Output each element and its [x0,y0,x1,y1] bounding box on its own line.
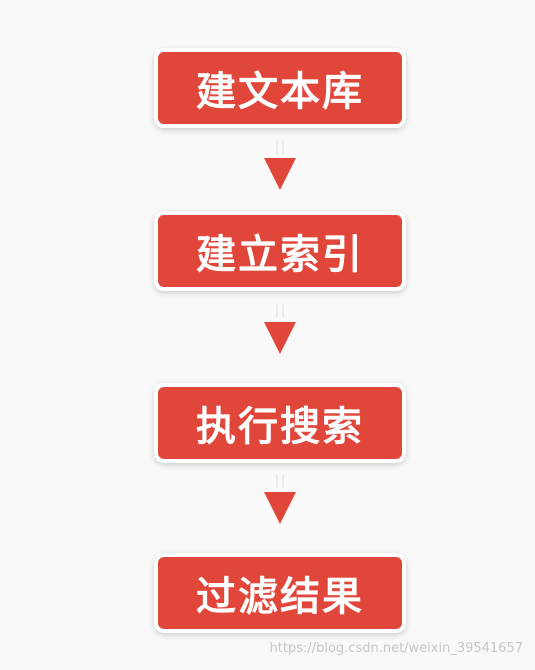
arrow-down-icon [264,304,296,354]
step-label: 建立索引 [196,232,364,278]
step-label: 建文本库 [196,69,364,115]
step-execute-search: 执行搜索 [154,383,406,463]
step-filter-results: 过滤结果 [154,553,406,633]
step-build-text-library: 建文本库 [154,48,406,128]
step-label: 过滤结果 [196,574,364,620]
watermark: https://blog.csdn.net/weixin_39541657 [269,641,523,656]
step-label: 执行搜索 [196,404,364,450]
arrow-down-icon [264,474,296,524]
step-build-index: 建立索引 [154,211,406,291]
arrow-down-icon [264,140,296,190]
